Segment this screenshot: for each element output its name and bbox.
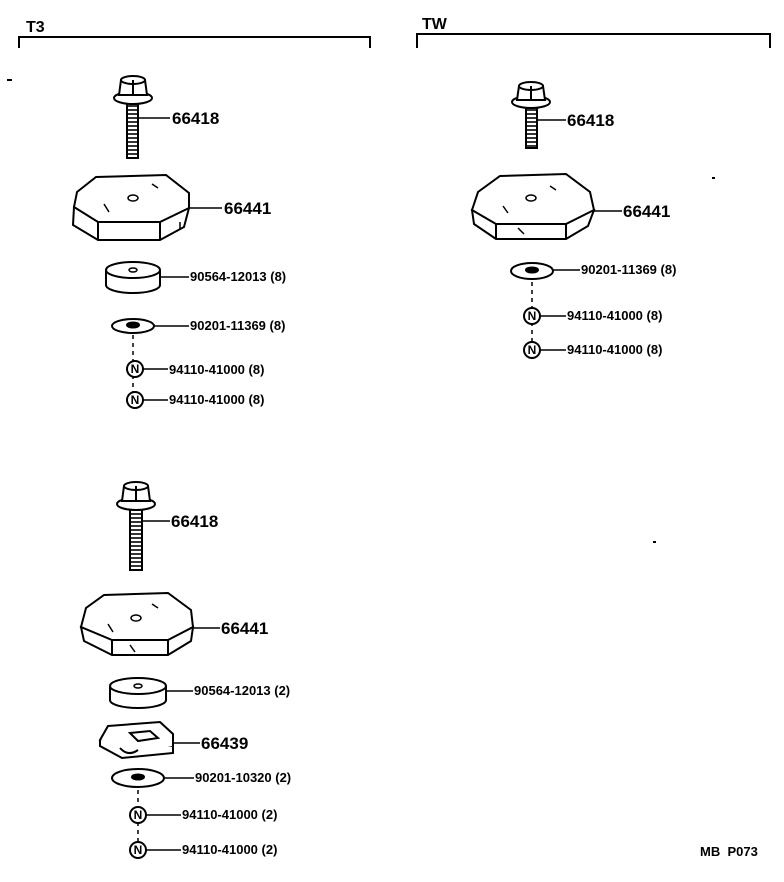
part-label-cushion: 66441: [623, 202, 671, 221]
washer-90201-icon: [510, 262, 554, 280]
part-label-nut: 94110-41000 (2): [182, 842, 278, 857]
part-label-bolt: 66418: [567, 111, 615, 130]
collar-90564-icon: [105, 261, 161, 294]
part-label-cushion: 66441: [221, 619, 269, 638]
part-label-nut: 94110-41000 (8): [567, 342, 663, 357]
scan-mark: [7, 79, 12, 81]
part-label-washer: 90201-11369 (8): [190, 318, 286, 333]
part-label-collar: 90564-12013 (8): [190, 269, 287, 284]
part-label-cushion: 66441: [224, 199, 272, 218]
nut-symbol: N: [527, 343, 537, 357]
scan-mark: [712, 177, 715, 179]
section-title-tw: TW: [422, 16, 447, 33]
cushion-66441-icon: [79, 591, 195, 656]
nut-symbol: N: [133, 843, 143, 857]
t3-section-bracket: [18, 36, 371, 48]
nut-symbol: N: [130, 393, 140, 407]
cushion-66441-icon: [470, 172, 596, 240]
nut-symbol: N: [527, 309, 537, 323]
part-label-nut: 94110-41000 (2): [182, 807, 278, 822]
washer-90201-icon: [111, 318, 155, 334]
bolt-66418-icon: [116, 481, 156, 571]
part-label-bolt: 66418: [171, 512, 219, 531]
part-label-bracket: 66439: [201, 734, 249, 753]
bolt-66418-icon: [113, 75, 153, 159]
collar-90564-icon: [109, 677, 167, 709]
section-title-t3: T3: [26, 19, 45, 36]
part-label-washer: 90201-10320 (2): [195, 770, 292, 785]
nut-symbol: N: [130, 362, 140, 376]
scan-mark: [653, 541, 656, 543]
cushion-66441-icon: [71, 173, 191, 241]
part-label-bolt: 66418: [172, 109, 220, 128]
part-label-nut: 94110-41000 (8): [169, 392, 265, 407]
diagram-code: MB P073: [700, 844, 758, 859]
nut-symbol: N: [133, 808, 143, 822]
bracket-66439-icon: [98, 720, 174, 760]
tw-section-bracket: [416, 33, 771, 48]
part-label-nut: 94110-41000 (8): [169, 362, 265, 377]
part-label-collar: 90564-12013 (2): [194, 683, 291, 698]
bolt-66418-icon: [511, 81, 551, 149]
washer-90201-icon: [111, 768, 165, 788]
part-label-washer: 90201-11369 (8): [581, 262, 677, 277]
part-label-nut: 94110-41000 (8): [567, 308, 663, 323]
